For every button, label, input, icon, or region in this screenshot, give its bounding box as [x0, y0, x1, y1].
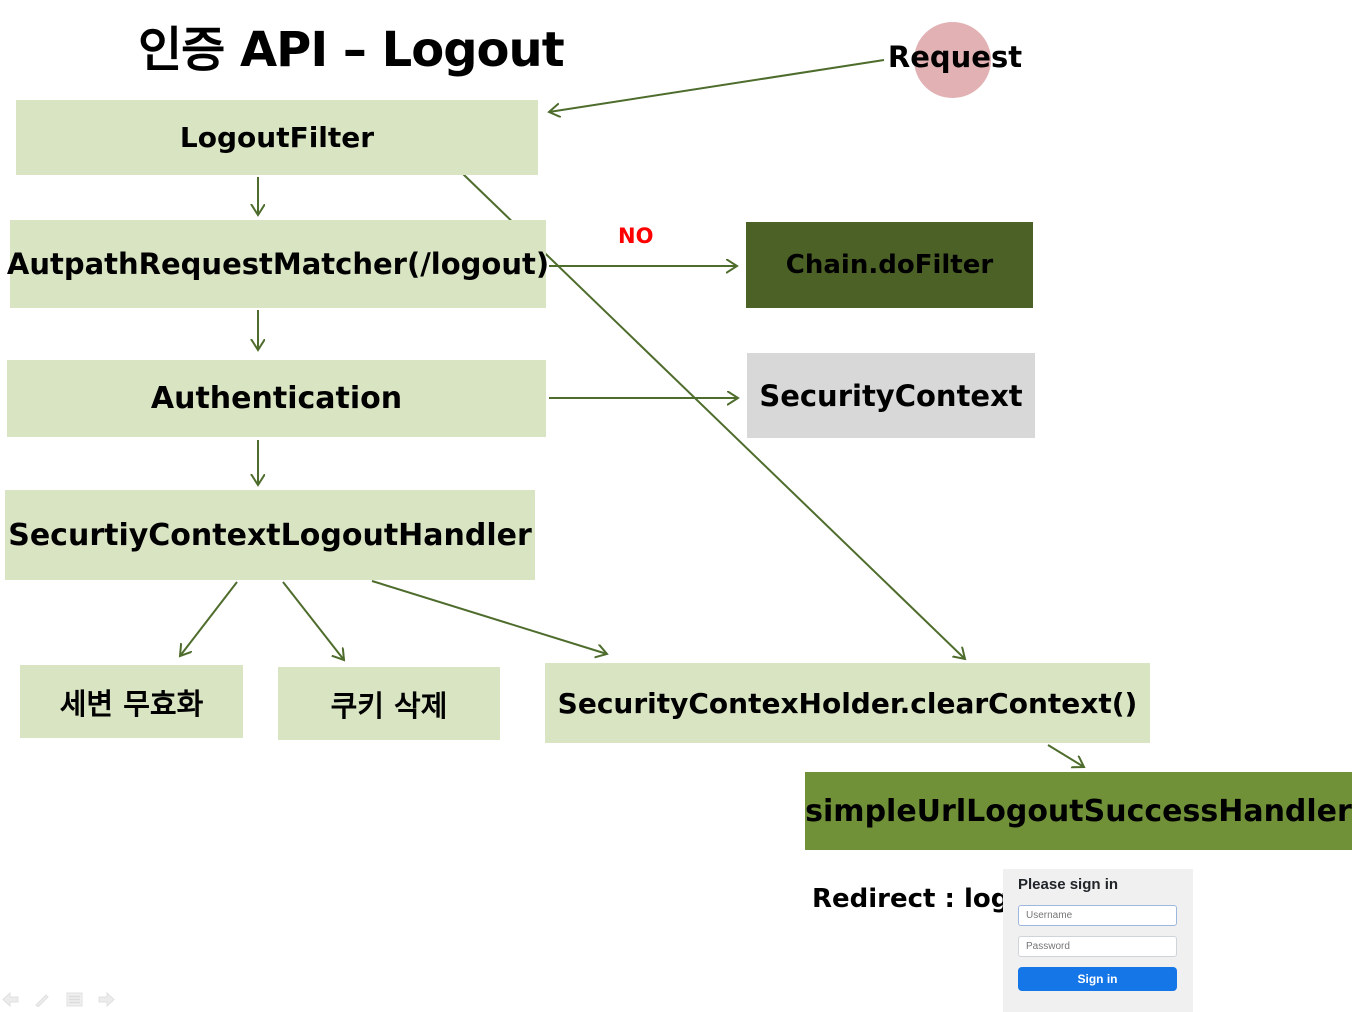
arrow-logoutfilter-to-clearcontext: [462, 173, 965, 659]
node-clear-context: SecurityContexHolder.clearContext(): [545, 663, 1150, 743]
redirect-login-label: Redirect : login: [812, 884, 1037, 914]
arrow-handler-to-cookie-delete: [282, 581, 344, 660]
username-input[interactable]: [1018, 905, 1177, 926]
arrow-clearcontext-to-successhandler: [1047, 744, 1084, 767]
arrow-handler-to-clearcontext: [371, 580, 607, 654]
forward-arrow-icon[interactable]: [98, 992, 115, 1007]
node-security-context-logout-handler: SecurtiyContextLogoutHandler: [5, 490, 535, 580]
password-input[interactable]: [1018, 936, 1177, 957]
node-chain-dofilter: Chain.doFilter: [746, 222, 1033, 308]
request-ellipse: [914, 22, 991, 98]
pen-icon[interactable]: [34, 992, 51, 1007]
request-label: Request: [887, 40, 1023, 74]
slide-title: 인증 API – Logout: [138, 22, 565, 78]
no-label: NO: [618, 224, 654, 248]
node-logout-filter: LogoutFilter: [16, 100, 538, 175]
login-heading: Please sign in: [1018, 876, 1119, 893]
node-session-invalidate: 세변 무효화: [20, 665, 243, 738]
slideshow-nav-bar: [2, 992, 115, 1007]
node-simple-url-logout-success-handler: simpleUrlLogoutSuccessHandler: [805, 772, 1352, 850]
arrow-handler-to-session-invalidate: [180, 581, 238, 656]
node-cookie-delete: 쿠키 삭제: [278, 667, 500, 740]
sign-in-button[interactable]: Sign in: [1018, 967, 1177, 991]
node-security-context: SecurityContext: [747, 353, 1035, 438]
node-authentication: Authentication: [7, 360, 546, 437]
back-arrow-icon[interactable]: [2, 992, 19, 1007]
menu-icon[interactable]: [66, 992, 83, 1007]
node-autpath-request-matcher: AutpathRequestMatcher(/logout): [7, 220, 549, 308]
arrow-request-to-logoutfilter: [549, 59, 885, 112]
login-form-panel: Please sign in Sign in: [1003, 869, 1193, 1012]
